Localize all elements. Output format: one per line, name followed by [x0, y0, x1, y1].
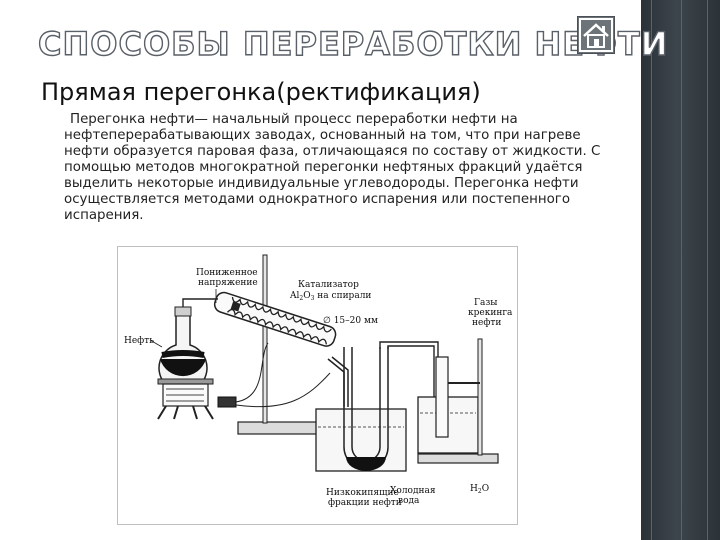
- svg-text:напряжение: напряжение: [198, 278, 258, 288]
- distillation-diagram: Пониженное напряжение Катализатор Al2O3 …: [117, 246, 518, 525]
- slide-title: СПОСОБЫ ПЕРЕРАБОТКИ НЕФТИ: [37, 24, 669, 63]
- slide-subtitle: Прямая перегонка(ректификация): [41, 78, 481, 106]
- outlet-tube: [327, 358, 345, 407]
- label-fractions: Низкокипящие: [326, 488, 399, 498]
- burner-grid: [157, 378, 214, 385]
- power-switch: [217, 396, 237, 408]
- home-icon: [579, 18, 613, 52]
- home-button[interactable]: [577, 16, 615, 54]
- right-stand-rod: [477, 338, 483, 456]
- svg-text:вода: вода: [398, 496, 420, 506]
- distillation-apparatus-drawing: Пониженное напряжение Катализатор Al2O3 …: [124, 254, 513, 508]
- label-voltage: Пониженное: [196, 268, 258, 278]
- stand-base: [237, 421, 324, 435]
- body-paragraph: Перегонка нефти— начальный процесс перер…: [64, 112, 601, 223]
- burner-legs: [157, 405, 214, 420]
- right-stand-base: [417, 453, 499, 464]
- collection-tube: [435, 356, 449, 438]
- stand-rod: [262, 254, 268, 424]
- svg-text:нефти: нефти: [472, 318, 501, 328]
- svg-text:крекинга: крекинга: [468, 308, 513, 318]
- label-gases: Газы: [474, 298, 497, 308]
- catalyst-coil: [231, 296, 332, 333]
- svg-text:Al2O3 на спирали: Al2O3 на спирали: [289, 291, 371, 302]
- label-water: Холодная: [390, 486, 436, 496]
- label-oil: Нефть: [124, 336, 154, 346]
- condensed-fractions: [346, 457, 386, 471]
- label-h2o: H2O: [470, 484, 489, 495]
- right-decor-bar: [641, 0, 720, 540]
- label-diameter: ∅ 15–20 мм: [323, 316, 378, 326]
- flask-stopper: [174, 306, 192, 317]
- svg-text:фракции нефти: фракции нефти: [328, 498, 402, 508]
- oil-in-flask: [160, 359, 206, 377]
- body-text: Перегонка нефти— начальный процесс перер…: [64, 112, 614, 224]
- label-catalyst: Катализатор: [298, 280, 359, 290]
